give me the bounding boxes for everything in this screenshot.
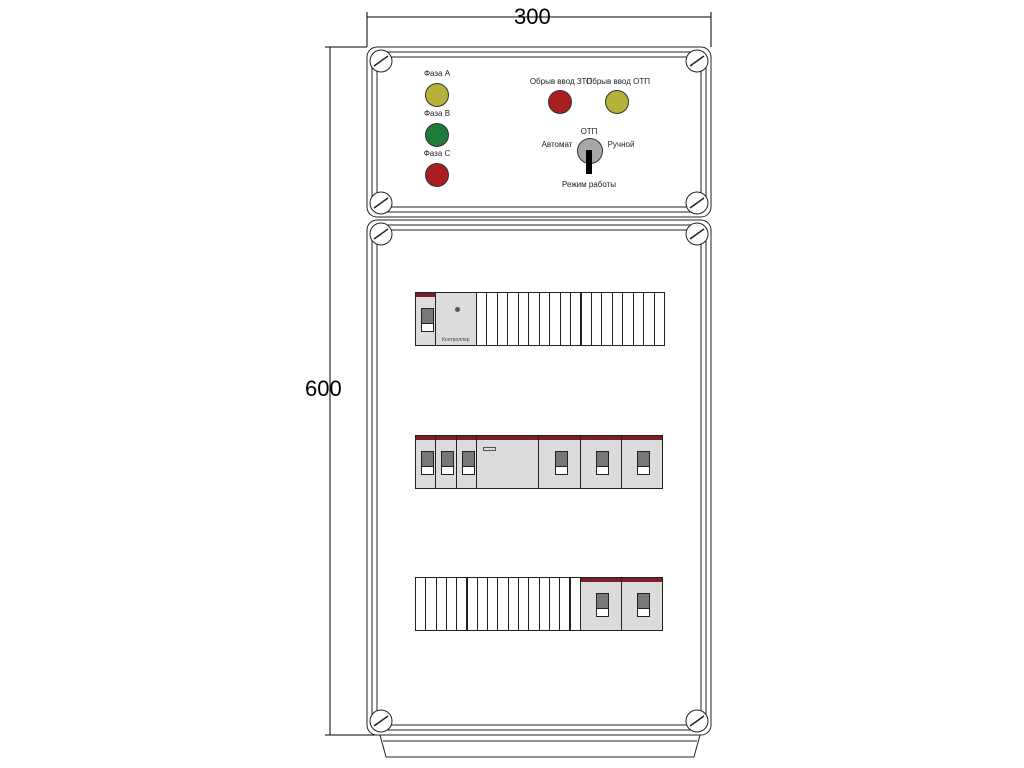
fault-otp-label: Обрыв ввод ОТП [586, 77, 650, 86]
module-top-stripe [457, 436, 476, 440]
breaker-toggle-base [596, 465, 609, 475]
row2-breaker-4[interactable] [538, 435, 581, 489]
row2-relay[interactable] [476, 435, 539, 489]
module-top-stripe [539, 436, 580, 440]
selector-title: ОТП [580, 127, 598, 136]
relay-indicator [483, 447, 496, 451]
fault-otp-lamp [605, 90, 629, 114]
phase-a-lamp [425, 83, 449, 107]
phase-a-label: Фаза А [423, 69, 451, 78]
width-dimension-line [366, 12, 712, 47]
row1-controller[interactable]: Контроллер [435, 292, 477, 346]
row2-breaker-3[interactable] [456, 435, 477, 489]
fault-ztp-lamp [548, 90, 572, 114]
module-top-stripe [581, 436, 621, 440]
controller-led-icon [455, 307, 460, 312]
breaker-toggle-base [461, 465, 475, 475]
selector-bottom-label: Режим работы [561, 180, 617, 189]
blank-module [653, 292, 666, 346]
row2-breaker-6[interactable] [621, 435, 663, 489]
top-box [366, 46, 712, 218]
row2-breaker-5[interactable] [580, 435, 622, 489]
row3-breaker-2[interactable] [621, 577, 663, 631]
row2-breaker-2[interactable] [435, 435, 457, 489]
module-top-stripe [477, 436, 538, 440]
selector-switch-handle[interactable] [586, 150, 592, 174]
breaker-toggle-base [637, 607, 650, 617]
breaker-toggle-base [441, 465, 454, 475]
phase-c-label: Фаза С [423, 149, 451, 158]
breaker-toggle-base [596, 607, 609, 617]
width-dimension-label: 300 [514, 4, 551, 29]
selector-right-label: Ручной [607, 140, 635, 149]
height-dimension-line [325, 46, 380, 736]
module-top-stripe [416, 293, 435, 297]
phase-b-label: Фаза В [423, 109, 451, 118]
enclosure-base [379, 734, 701, 758]
module-top-stripe [416, 436, 435, 440]
module-top-stripe [622, 436, 662, 440]
breaker-toggle-base [420, 465, 434, 475]
row3-breaker-1[interactable] [580, 577, 622, 631]
breaker-toggle-base [420, 322, 434, 332]
breaker-toggle-base [637, 465, 650, 475]
controller-label: Контроллер [442, 337, 470, 343]
phase-b-lamp [425, 123, 449, 147]
module-top-stripe [581, 578, 621, 582]
row2-breaker-1[interactable] [415, 435, 436, 489]
breaker-toggle-base [554, 465, 568, 475]
height-dimension-label: 600 [305, 376, 342, 401]
selector-left-label: Автомат [541, 140, 573, 149]
module-top-stripe [436, 436, 456, 440]
module-top-stripe [622, 578, 662, 582]
phase-c-lamp [425, 163, 449, 187]
row1-breaker[interactable] [415, 292, 436, 346]
fault-ztp-label: Обрыв ввод ЗТП [529, 77, 593, 86]
